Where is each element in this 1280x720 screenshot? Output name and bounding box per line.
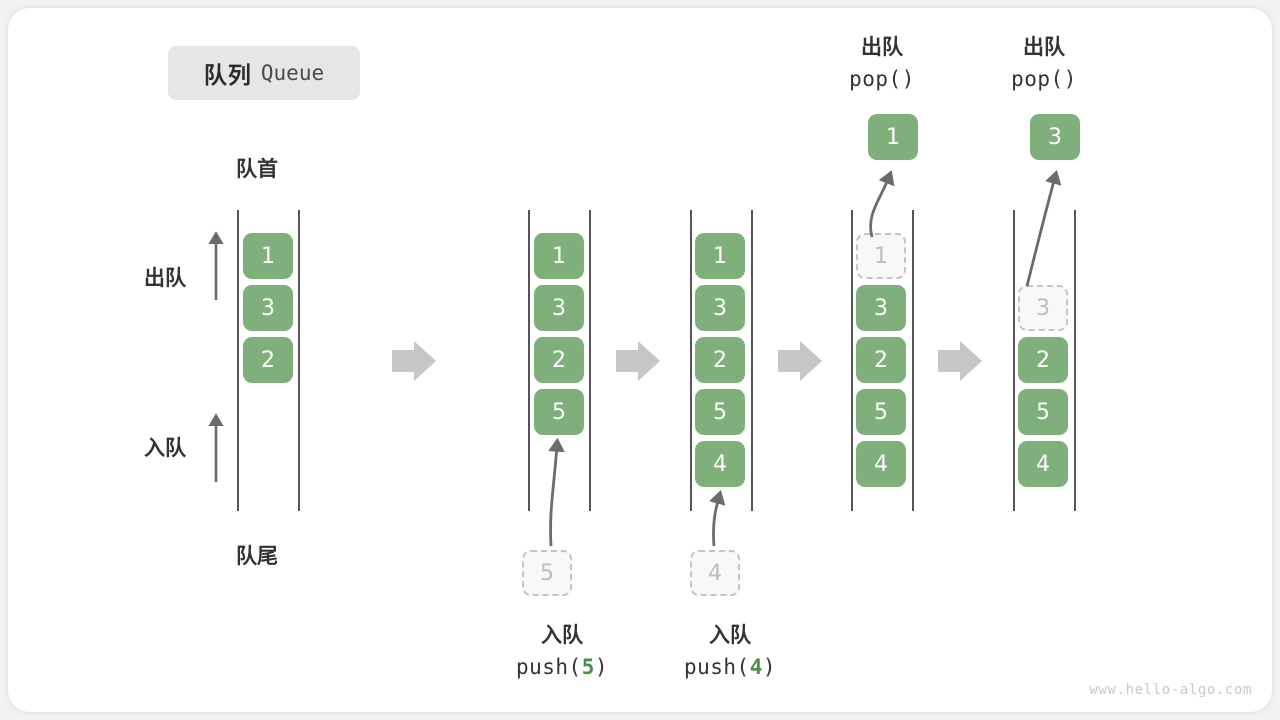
queue-cell: 3 bbox=[695, 285, 745, 331]
dequeue-direction-label: 出队 bbox=[144, 266, 186, 290]
title-chinese: 队列 bbox=[203, 63, 252, 89]
pop-caption-2-cn: 出队 bbox=[1023, 35, 1065, 59]
pop-caption-1-cn: 出队 bbox=[861, 35, 903, 59]
rail-right-col-1 bbox=[298, 210, 300, 511]
queue-cell: 2 bbox=[534, 337, 584, 383]
rail-right-col-5 bbox=[1074, 210, 1076, 511]
pop-caption-2: 出队 pop() bbox=[968, 32, 1120, 95]
site-watermark: www.hello-algo.com bbox=[1089, 682, 1252, 698]
queue-cell: 3 bbox=[243, 285, 293, 331]
queue-cell: 2 bbox=[695, 337, 745, 383]
queue-cell: 3 bbox=[534, 285, 584, 331]
push-caption-1-cn: 入队 bbox=[541, 623, 583, 647]
diagram-title-badge: 队列 Queue bbox=[168, 46, 360, 100]
queue-cell: 1 bbox=[695, 233, 745, 279]
queue-cell: 2 bbox=[1018, 337, 1068, 383]
push-caption-1-code: push(5) bbox=[515, 654, 609, 679]
queue-cell: 4 bbox=[695, 441, 745, 487]
title-english: Queue bbox=[260, 61, 325, 85]
push-caption-2-code: push(4) bbox=[683, 654, 777, 679]
rail-left-col-4 bbox=[851, 210, 853, 511]
pop-caption-1: 出队 pop() bbox=[806, 32, 958, 95]
queue-cell: 5 bbox=[1018, 389, 1068, 435]
diagram-card bbox=[8, 8, 1272, 712]
queue-cell: 1 bbox=[534, 233, 584, 279]
queue-cell: 2 bbox=[243, 337, 293, 383]
incoming-ghost-cell: 5 bbox=[522, 550, 572, 596]
queue-rear-label: 队尾 bbox=[236, 544, 278, 568]
rail-right-col-4 bbox=[912, 210, 914, 511]
queue-cell: 4 bbox=[1018, 441, 1068, 487]
pop-caption-1-code: pop() bbox=[849, 66, 915, 91]
push-caption-1: 入队 push(5) bbox=[482, 620, 642, 683]
queue-cell: 4 bbox=[856, 441, 906, 487]
rail-left-col-1 bbox=[237, 210, 239, 511]
push-caption-2: 入队 push(4) bbox=[650, 620, 810, 683]
rail-left-col-5 bbox=[1013, 210, 1015, 511]
queue-cell-ghost: 3 bbox=[1018, 285, 1068, 331]
popped-cell: 3 bbox=[1030, 114, 1080, 160]
popped-cell: 1 bbox=[868, 114, 918, 160]
pop-caption-2-code: pop() bbox=[1011, 66, 1077, 91]
queue-cell: 3 bbox=[856, 285, 906, 331]
incoming-ghost-cell: 4 bbox=[690, 550, 740, 596]
rail-right-col-3 bbox=[751, 210, 753, 511]
rail-right-col-2 bbox=[589, 210, 591, 511]
rail-left-col-2 bbox=[528, 210, 530, 511]
queue-cell: 5 bbox=[534, 389, 584, 435]
queue-cell: 2 bbox=[856, 337, 906, 383]
queue-cell: 5 bbox=[695, 389, 745, 435]
queue-cell-ghost: 1 bbox=[856, 233, 906, 279]
queue-front-label: 队首 bbox=[236, 157, 278, 181]
rail-left-col-3 bbox=[690, 210, 692, 511]
enqueue-direction-label: 入队 bbox=[144, 436, 186, 460]
push-caption-2-cn: 入队 bbox=[709, 623, 751, 647]
queue-cell: 5 bbox=[856, 389, 906, 435]
queue-cell: 1 bbox=[243, 233, 293, 279]
